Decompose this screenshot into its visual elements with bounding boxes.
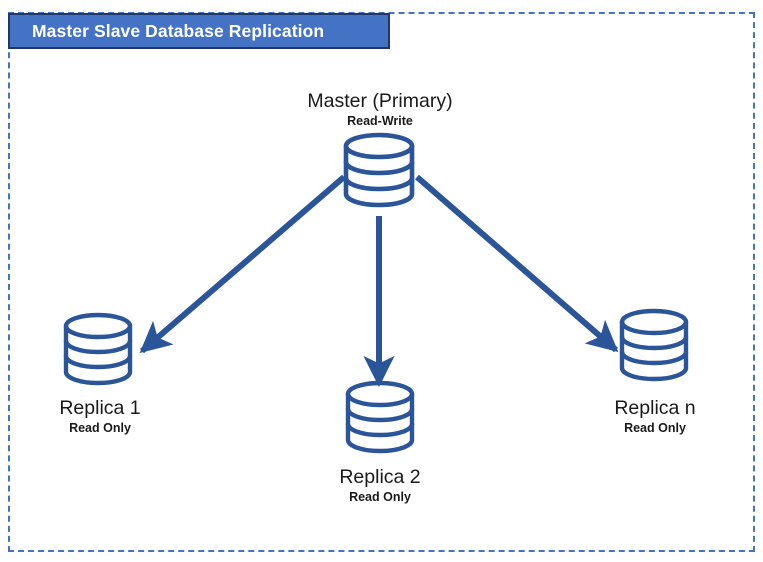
node-title-replica-n: Replica n	[614, 397, 696, 419]
node-label-replica-2: Replica 2 Read Only	[280, 466, 480, 505]
database-cylinder-icon-master	[343, 132, 415, 208]
diagram-title-banner: Master Slave Database Replication	[8, 13, 390, 49]
node-subtitle-replica-2: Read Only	[349, 490, 411, 504]
node-title-replica-2: Replica 2	[339, 466, 421, 488]
database-cylinder-icon-replica-n	[619, 308, 689, 382]
database-cylinder-icon-replica-2	[345, 380, 415, 454]
connection-master-to-replica-1	[139, 174, 346, 354]
node-subtitle-master: Read-Write	[347, 114, 413, 128]
node-label-replica-1: Replica 1 Read Only	[0, 397, 200, 436]
page-title: Master Slave Database Replication	[32, 20, 325, 41]
node-title-replica-1: Replica 1	[59, 397, 141, 419]
node-subtitle-replica-n: Read Only	[624, 421, 686, 435]
node-subtitle-replica-1: Read Only	[69, 421, 131, 435]
node-label-master: Master (Primary) Read-Write	[180, 90, 580, 129]
node-label-replica-n: Replica n Read Only	[555, 397, 755, 436]
database-cylinder-icon-replica-1	[63, 312, 133, 386]
connection-master-to-replica-n	[415, 174, 619, 353]
node-title-master: Master (Primary)	[307, 90, 453, 112]
